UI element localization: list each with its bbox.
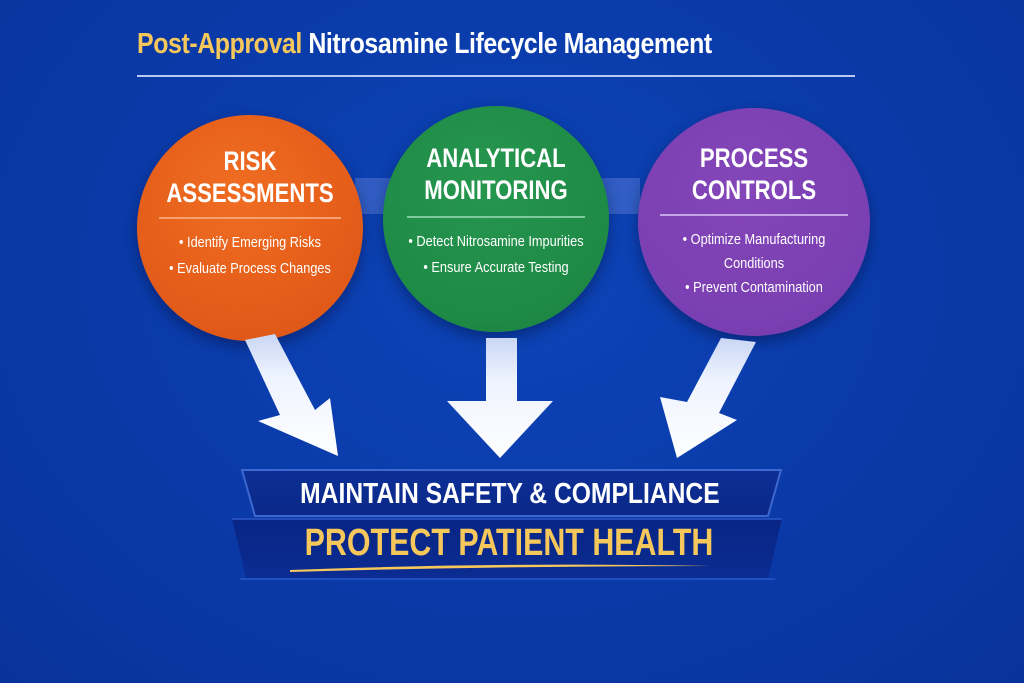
pillar-divider [159,217,341,219]
title-accent: Post-Approval [137,28,302,60]
bullet-item: • Identify Emerging Risks [179,234,321,251]
pillar-process-controls: PROCESS CONTROLS • Optimize Manufacturin… [638,108,870,336]
outcome-line-2: PROTECT PATIENT HEALTH [304,522,714,564]
pillar-title-line1: ANALYTICAL [426,143,566,173]
pillar-analytical-monitoring: ANALYTICAL MONITORING • Detect Nitrosami… [383,106,609,332]
pillar-bullets: • Optimize Manufacturing Conditions • Pr… [655,228,852,300]
bullet-item: • Detect Nitrosamine Impurities [408,233,584,250]
bullet-item: • Evaluate Process Changes [169,260,331,277]
title-underline [137,75,855,77]
pillar-divider [660,214,848,216]
pillar-bullets: • Identify Emerging Risks • Evaluate Pro… [154,230,346,282]
pillar-risk-assessments: RISK ASSESSMENTS • Identify Emerging Ris… [137,115,363,341]
pillar-bullets: • Detect Nitrosamine Impurities • Ensure… [400,229,592,281]
pillar-title-line2: ASSESSMENTS [166,178,334,208]
page-title: Post-Approval Nitrosamine Lifecycle Mana… [137,28,756,61]
pillar-title-line2: CONTROLS [691,175,817,205]
pillar-title-line1: RISK [223,146,277,176]
outcome-line-1: MAINTAIN SAFETY & COMPLIANCE [300,478,720,510]
bullet-item: • Prevent Contamination [685,279,823,296]
title-rest: Nitrosamine Lifecycle Management [301,28,712,60]
bullet-item: • Optimize Manufacturing [682,231,826,248]
bullet-item: • Ensure Accurate Testing [423,259,569,276]
pillar-divider [407,216,585,218]
bullet-item: Conditions [723,255,785,272]
pillar-title-line2: MONITORING [424,175,568,205]
pillar-title-line1: PROCESS [699,143,809,173]
